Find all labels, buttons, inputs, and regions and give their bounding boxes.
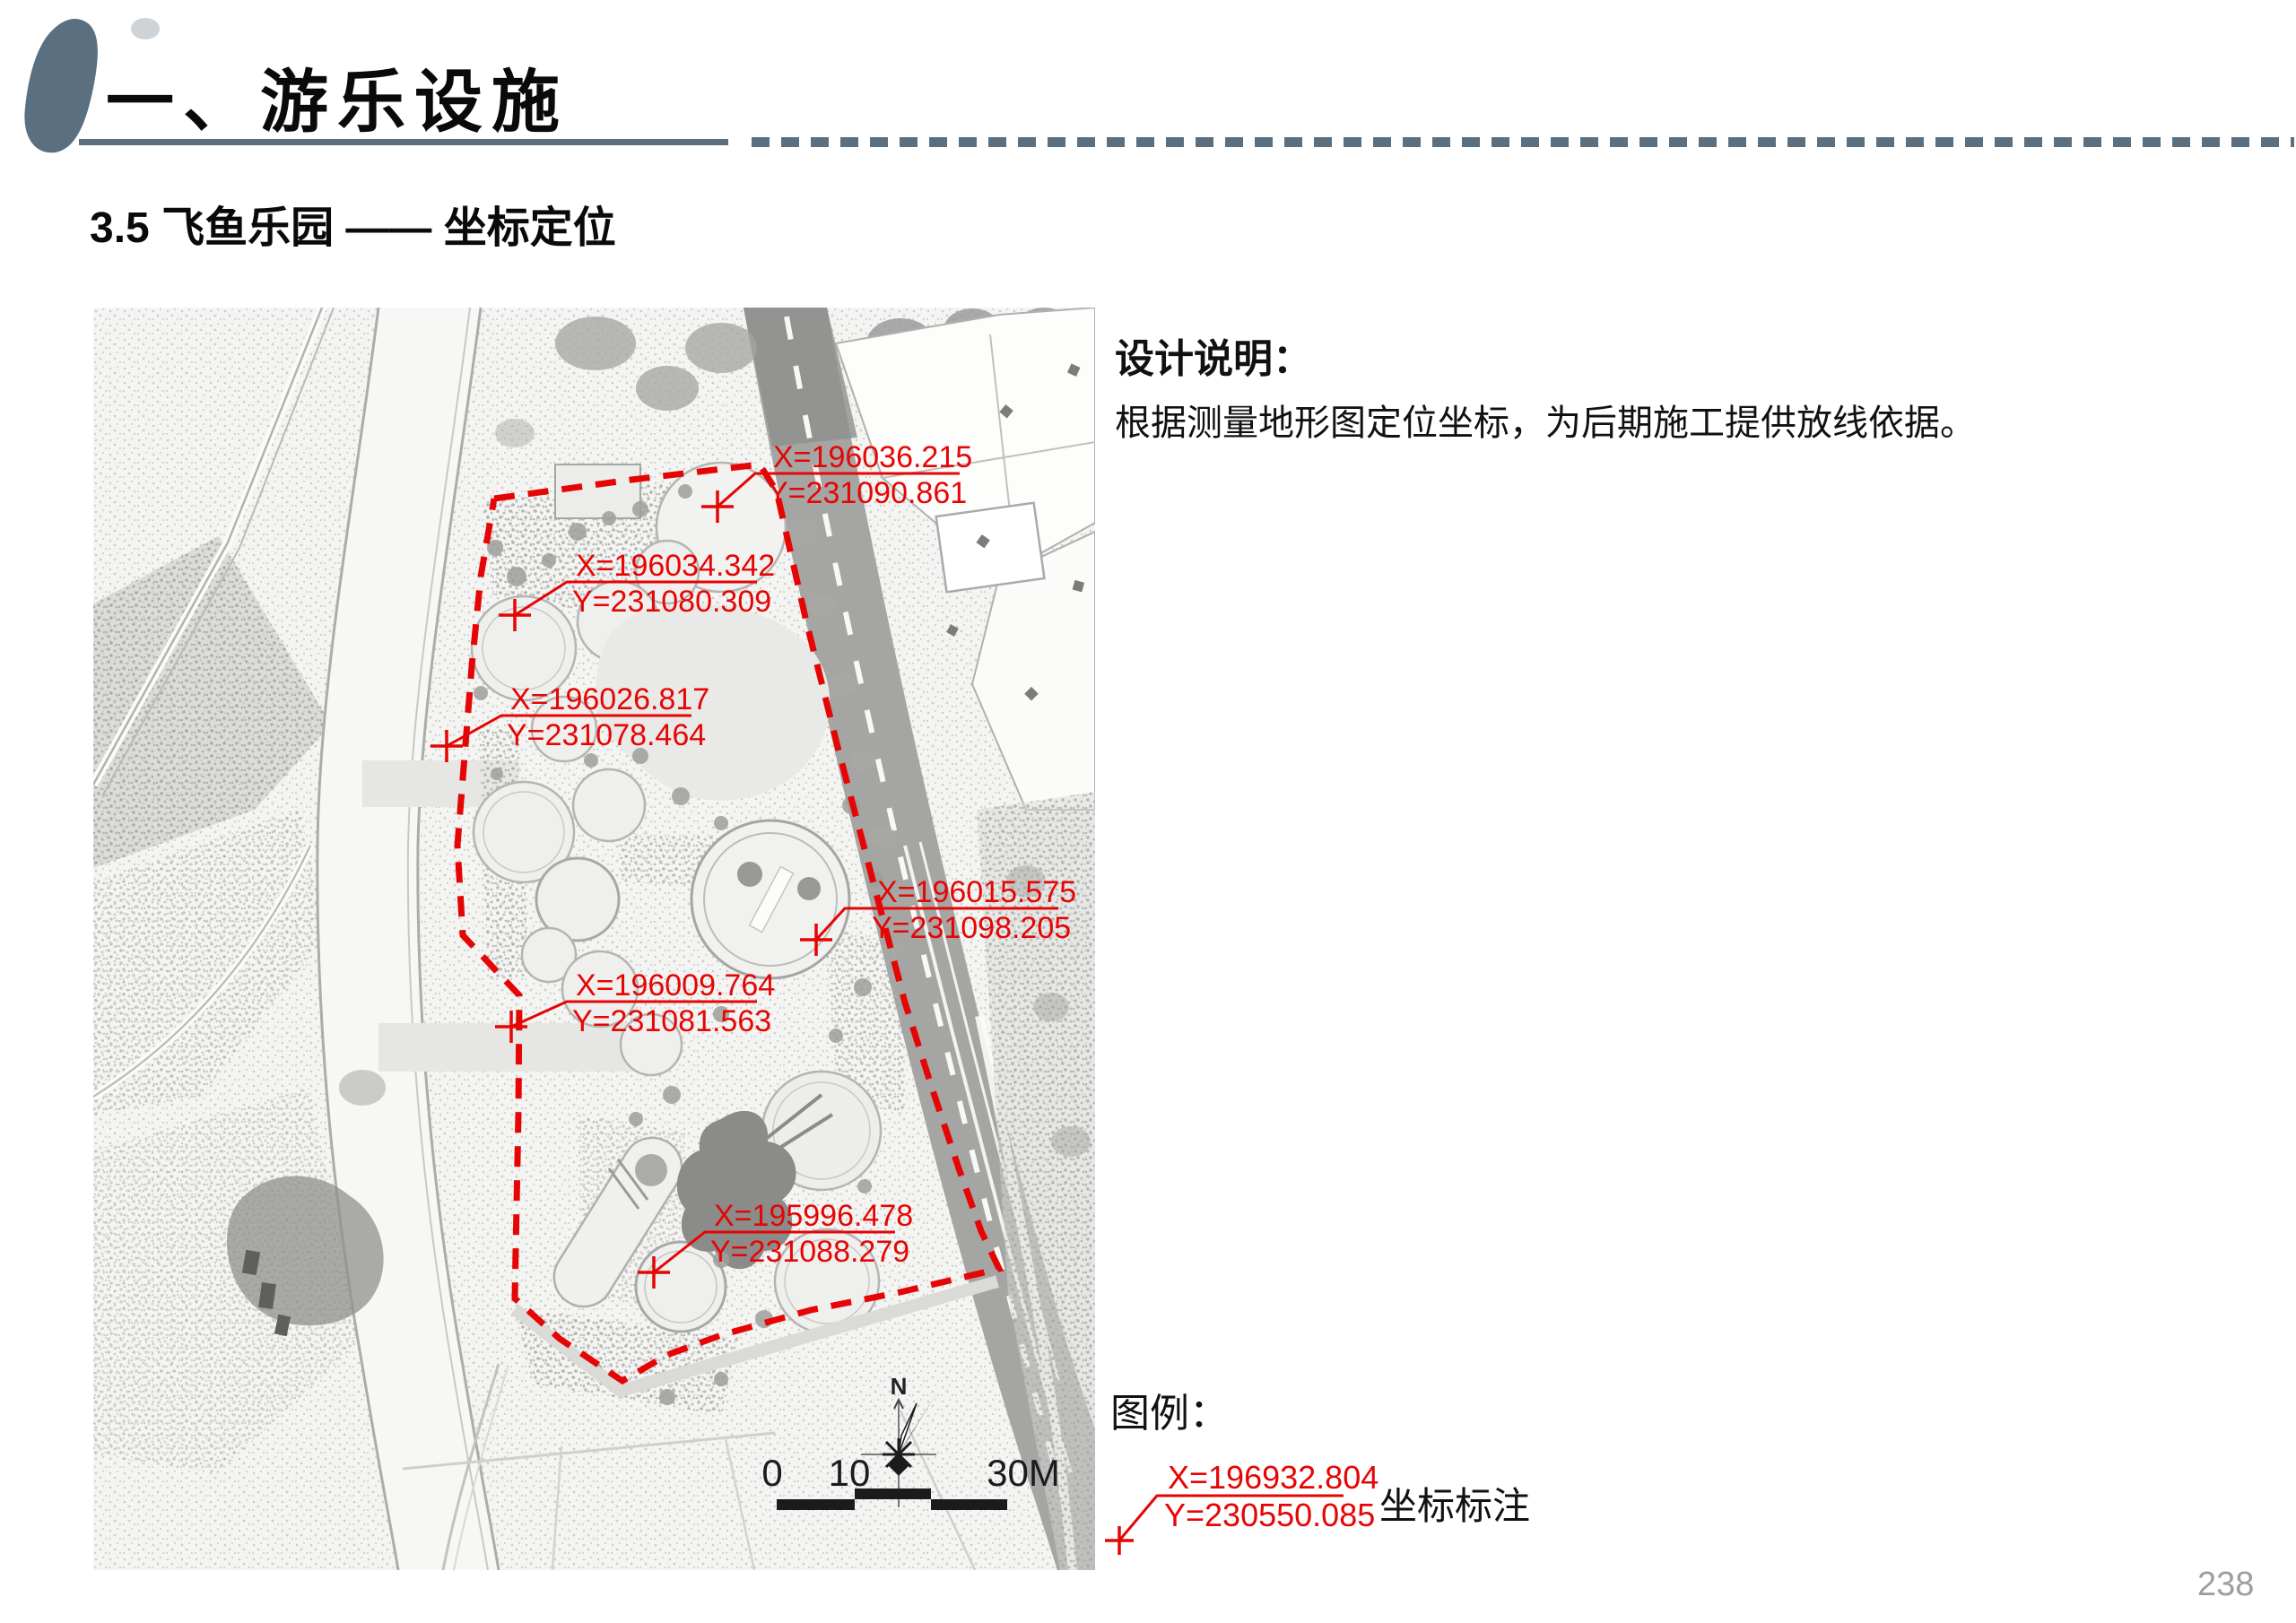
coordinate-x-label: X=196009.764 [576,968,775,1002]
field-texture-left [93,536,362,1473]
design-notes-heading: 设计说明： [1115,337,1312,381]
title-underline-dashed [752,137,2294,147]
legend-item-label: 坐标标注 [1379,1485,1530,1527]
legend-diagram: X=196932.804 Y=230550.085 坐标标注 [1105,1459,1530,1555]
perimeter-path [510,1275,999,1398]
coordinate-y-label: Y=231090.861 [768,476,967,510]
scale-label-30m: 30M [987,1452,1060,1494]
coordinate-annotation-1: X=196036.215 Y=231090.861 [701,440,972,523]
coordinate-y-label: Y=231098.205 [872,911,1071,945]
page-number: 238 [2197,1566,2255,1603]
cross-marker [701,490,734,523]
tree-dots [474,484,883,1405]
roadside-trees [786,518,914,911]
legend-sample-y: Y=230550.085 [1164,1497,1375,1533]
cross-marker [495,1011,527,1043]
scale-bar: 0 10 30M [761,1452,1060,1510]
coordinate-annotation-5: X=196009.764 Y=231081.563 [495,968,775,1043]
central-pool [690,819,851,980]
coordinate-x-label: X=196015.575 [877,875,1076,909]
title-underline [79,139,728,145]
field-lines-bottom [402,1363,977,1570]
cross-marker [430,730,463,762]
blob-highlight [131,18,160,39]
scale-label-0: 0 [761,1452,782,1494]
coordinate-annotation-3: X=196026.817 Y=231078.464 [430,682,709,762]
coordinate-annotation-6: X=195996.478 Y=231088.279 [638,1199,913,1289]
coordinate-x-label: X=196026.817 [510,682,709,716]
coordinate-y-label: Y=231078.464 [507,718,706,752]
coordinate-x-label: X=196036.215 [773,440,972,474]
section-marker-blob [24,18,160,153]
scale-label-10: 10 [829,1452,871,1494]
site-boundary [454,461,1004,1385]
fish-sculpture [607,1093,834,1270]
blob-shape [24,19,98,153]
coordinate-y-label: Y=231081.563 [572,1004,771,1038]
play-area-circles [470,461,883,1335]
north-label: N [891,1373,908,1400]
cross-marker [1105,1526,1134,1555]
trees-bottom-left [226,1070,386,1337]
page-title: 一、游乐设施 [106,65,569,141]
coordinate-y-label: Y=231080.309 [572,585,771,619]
plot-tree-icons [946,363,1085,701]
site-plan-map: X=196036.215 Y=231090.861 X=196034.342 Y… [93,308,1095,1570]
north-arrow-icon: N [861,1373,938,1507]
design-notes-body: 根据测量地形图定位坐标，为后期施工提供放线依据。 [1115,404,1976,443]
coordinate-annotation-4: X=196015.575 Y=231098.205 [800,875,1076,956]
cross-marker [499,599,531,631]
field-road-lines [93,308,335,1100]
coordinate-y-label: Y=231088.279 [710,1235,909,1269]
coordinate-x-label: X=195996.478 [714,1199,913,1233]
building-plots [834,308,1095,811]
coordinate-annotation-2: X=196034.342 Y=231080.309 [499,549,775,631]
legend-sample-x: X=196932.804 [1168,1459,1378,1496]
field-texture-right [977,792,1095,1570]
cross-marker [638,1256,670,1289]
coordinate-x-label: X=196034.342 [576,549,775,583]
page-subtitle: 3.5 飞鱼乐园 —— 坐标定位 [90,204,616,252]
legend-heading: 图例： [1110,1392,1229,1436]
cross-marker [800,924,832,956]
